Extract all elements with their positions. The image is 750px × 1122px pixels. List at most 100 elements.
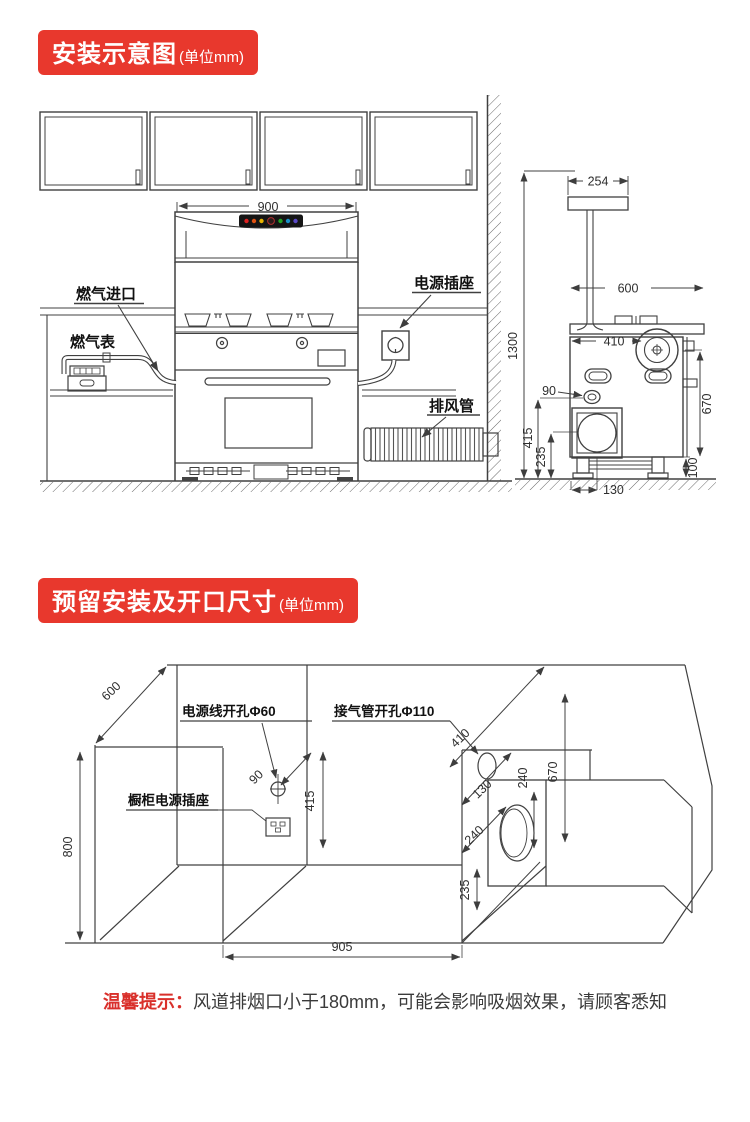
svg-text:800: 800 — [61, 837, 75, 858]
burner-right — [266, 313, 334, 327]
bottom-vents — [186, 464, 350, 480]
svg-text:670: 670 — [546, 762, 560, 783]
side-view: 1300 254 600 — [506, 170, 716, 497]
dim-235-iso: 235 — [458, 868, 481, 911]
power-socket — [381, 330, 410, 361]
right-counter — [357, 307, 499, 462]
stove-body — [174, 262, 359, 481]
installation-diagram: 900 — [39, 95, 716, 497]
svg-text:电源线开孔Φ60: 电源线开孔Φ60 — [182, 703, 276, 719]
dim-670-side: 670 — [685, 349, 714, 457]
exhaust-outlet-box — [571, 407, 623, 459]
led-5 — [285, 218, 291, 224]
dim-905: 905 — [222, 940, 463, 961]
cabinet-socket — [265, 817, 291, 837]
dim-900-text: 900 — [258, 200, 279, 214]
dim-235-side: 235 — [534, 431, 578, 479]
section2-title: 预留安装及开口尺寸 — [52, 589, 277, 616]
led-3 — [259, 218, 264, 224]
svg-text:排风管: 排风管 — [429, 397, 474, 415]
svg-text:235: 235 — [534, 447, 548, 468]
svg-text:90: 90 — [542, 384, 556, 398]
svg-text:415: 415 — [303, 791, 317, 812]
svg-text:600: 600 — [99, 679, 124, 704]
warm-tip-text: 风道排烟口小于180mm，可能会影响吸烟效果，请顾客悉知 — [193, 992, 668, 1012]
svg-text:燃气进口: 燃气进口 — [76, 285, 136, 303]
label-exhaust-pipe: 排风管 — [421, 397, 480, 438]
exhaust-duct — [363, 427, 499, 462]
label-gas-inlet: 燃气进口 — [74, 285, 159, 372]
floor-hatch-side — [515, 478, 716, 490]
dim-130-iso: 130 — [461, 752, 512, 806]
svg-text:254: 254 — [588, 175, 609, 189]
svg-text:235: 235 — [458, 880, 472, 901]
range-hood — [174, 211, 359, 263]
svg-text:燃气表: 燃气表 — [70, 333, 116, 351]
wall-hatch — [486, 95, 501, 481]
warm-tip-prefix: 温馨提示： — [103, 992, 193, 1012]
led-1 — [244, 218, 249, 224]
svg-text:100: 100 — [686, 458, 700, 479]
dim-600-side: 600 — [570, 282, 704, 296]
dim-410-side: 410 — [571, 335, 642, 349]
display-window — [317, 349, 346, 367]
oven-handle — [204, 377, 331, 386]
side-counter — [569, 315, 705, 335]
dim-90-side: 90 — [542, 384, 583, 398]
oven-window — [224, 397, 313, 449]
dim-670-iso: 670 — [546, 693, 569, 843]
led-4 — [278, 218, 283, 224]
label-gas-meter: 燃气表 — [70, 333, 116, 351]
side-hood — [567, 196, 629, 331]
dim-415-iso: 415 — [303, 751, 327, 849]
svg-text:电源插座: 电源插座 — [414, 274, 474, 292]
svg-text:240: 240 — [462, 823, 487, 848]
svg-text:1300: 1300 — [506, 332, 520, 360]
power-cord-hole — [270, 774, 286, 804]
knob-right — [295, 336, 309, 350]
knob-left — [215, 336, 229, 350]
dim-100-side: 100 — [668, 456, 700, 479]
section1-title: 安装示意图 — [52, 41, 177, 68]
burner-left — [184, 313, 252, 327]
foot-right — [337, 477, 353, 481]
label-cabinet-socket: 橱柜电源插座 — [126, 792, 267, 822]
led-2 — [251, 218, 257, 224]
socket-cable — [357, 359, 397, 386]
svg-text:905: 905 — [332, 940, 353, 954]
svg-text:415: 415 — [521, 428, 535, 449]
svg-text:橱柜电源插座: 橱柜电源插座 — [128, 792, 209, 808]
section1-unit: (单位mm) — [179, 49, 244, 66]
floor-hatch-front — [40, 480, 512, 492]
dim-240-diagonal: 240 — [461, 806, 507, 854]
dim-800: 800 — [61, 751, 84, 941]
svg-text:600: 600 — [618, 282, 639, 296]
svg-text:接气管开孔Φ110: 接气管开孔Φ110 — [334, 703, 434, 719]
left-counter — [40, 307, 177, 481]
dim-240-vertical: 240 — [516, 768, 538, 849]
gas-pipe-hole — [477, 752, 497, 780]
duct-chase-box — [487, 779, 693, 914]
foot-left — [182, 477, 198, 481]
gas-pipe — [61, 352, 177, 385]
wall-cabinets — [39, 111, 478, 191]
dim-600-iso: 600 — [95, 666, 167, 744]
cutout-diagram: 600 800 905 90 415 410 130 240 — [61, 664, 713, 961]
svg-text:240: 240 — [516, 768, 530, 789]
warm-tip: 温馨提示：风道排烟口小于180mm，可能会影响吸烟效果，请顾客悉知 — [103, 988, 667, 1014]
side-body — [569, 328, 698, 479]
dim-415-side: 415 — [521, 397, 583, 479]
svg-text:410: 410 — [604, 335, 625, 349]
power-knob-icon — [267, 217, 275, 225]
dim-1300: 1300 — [506, 170, 575, 479]
section2-unit: (单位mm) — [279, 597, 344, 614]
gas-inlet-port — [583, 389, 601, 405]
gas-meter — [67, 365, 107, 392]
dim-900: 900 — [176, 200, 357, 214]
led-6 — [293, 218, 298, 224]
svg-text:670: 670 — [700, 394, 714, 415]
section2-banner: 预留安装及开口尺寸 (单位mm) — [38, 578, 358, 623]
label-power-hole: 电源线开孔Φ60 — [180, 703, 312, 779]
label-gas-hole: 接气管开孔Φ110 — [332, 703, 479, 755]
